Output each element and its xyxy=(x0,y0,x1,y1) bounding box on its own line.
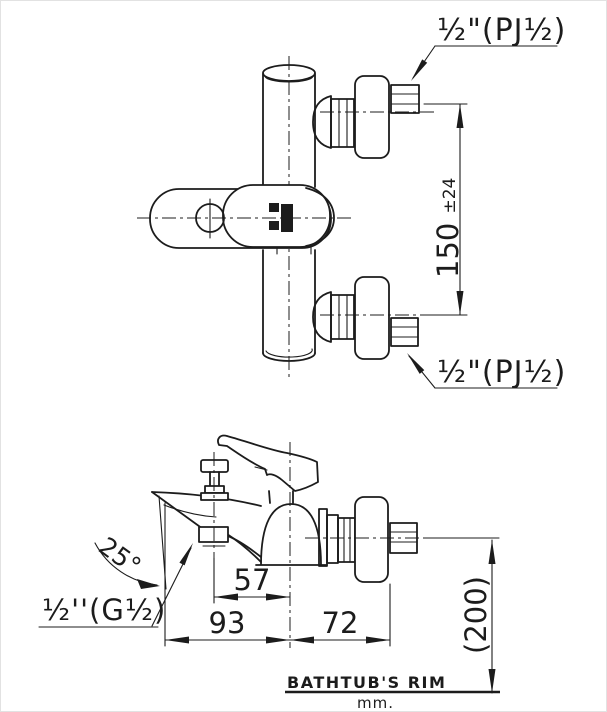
dim-200-value: (200) xyxy=(459,576,493,654)
dim-57-value: 57 xyxy=(234,563,271,597)
bathtub-rim-reference: BATHTUB'S RIM mm. xyxy=(285,673,500,712)
leader-arrow xyxy=(407,353,425,374)
outlet-thread-callout: ½''(G½) xyxy=(38,543,193,628)
side-view: 25° ½''(G½) 57 93 xyxy=(38,434,500,712)
wall-connection-side xyxy=(305,496,424,583)
bathtub-rim-label: BATHTUB'S RIM xyxy=(287,673,446,692)
spout-angle-callout: 25° xyxy=(93,495,167,590)
bottom-inlet-union xyxy=(312,276,434,360)
bottom-inlet-thread-label: ½"(PJ½) xyxy=(437,355,566,390)
inlet-distance-value: 150 xyxy=(431,223,465,278)
dim-57: 57 xyxy=(213,557,291,604)
outlet-thread-label: ½''(G½) xyxy=(42,593,166,627)
lever-handle-side xyxy=(217,434,319,504)
bottom-inlet-thread-callout: ½"(PJ½) xyxy=(407,353,566,390)
front-view: ½"(PJ½) ½"(PJ½) 150 ±24 xyxy=(137,13,566,390)
leader-arrow xyxy=(179,543,193,566)
dim-72: 72 xyxy=(289,583,391,647)
dim-200: (200) xyxy=(423,537,500,694)
spout-angle-label: 25° xyxy=(93,531,146,581)
inlet-distance-tolerance: ±24 xyxy=(440,178,460,214)
inlet-distance-dimension: 150 ±24 xyxy=(423,103,468,316)
valve-body-side xyxy=(226,503,327,566)
leader-arrow xyxy=(411,59,428,81)
dim-72-value: 72 xyxy=(322,606,359,640)
top-inlet-thread-callout: ½"(PJ½) xyxy=(411,13,566,81)
mixer-body-front xyxy=(137,184,352,255)
arc-arrow xyxy=(137,579,160,589)
unit-label: mm. xyxy=(357,694,394,712)
cold-indicator-mark xyxy=(269,221,279,230)
hot-indicator-mark xyxy=(269,203,279,212)
inlet-distance-text: 150 ±24 xyxy=(431,178,465,278)
top-inlet-union xyxy=(312,75,434,159)
dim-93: 93 xyxy=(164,502,291,647)
dim-93-value: 93 xyxy=(209,606,246,640)
top-inlet-thread-label: ½"(PJ½) xyxy=(437,13,566,48)
